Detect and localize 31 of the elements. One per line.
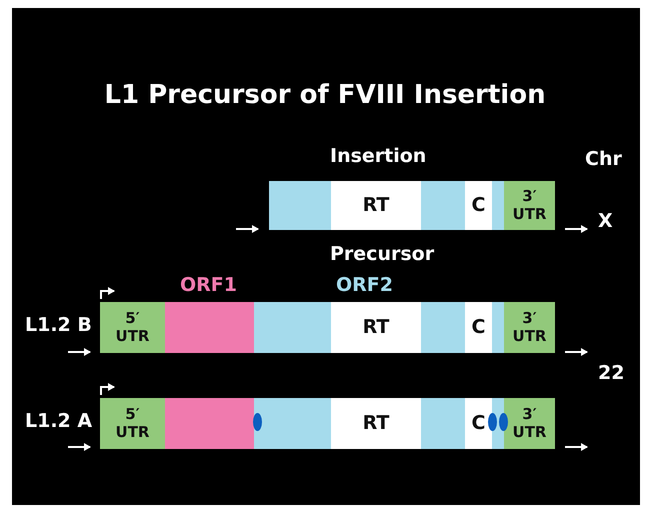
section-heading: Insertion (330, 145, 426, 167)
c-segment: C (465, 181, 492, 230)
rt-segment: RT (331, 181, 421, 230)
chromosome-label: 22 (598, 362, 624, 384)
utr-segment: 3′ UTR (504, 181, 555, 230)
c-segment: C (465, 302, 492, 353)
gene-segment (421, 398, 465, 449)
gene-segment (421, 181, 465, 230)
orf-label: ORF1 (180, 274, 237, 296)
gene-segment (492, 181, 504, 230)
element-label: L1.2 A (25, 410, 92, 432)
chromosome-label: X (598, 210, 613, 232)
gene-segment (492, 302, 504, 353)
title: L1 Precursor of FVIII Insertion (103, 80, 547, 110)
rt-segment: RT (331, 302, 421, 353)
element-label: L1.2 B (25, 314, 92, 336)
orf1-segment (165, 398, 254, 449)
gene-segment (254, 398, 331, 449)
gene-segment (269, 181, 331, 230)
c-segment: C (465, 398, 492, 449)
gene-segment (254, 302, 331, 353)
gene-segment (421, 302, 465, 353)
rt-segment: RT (331, 398, 421, 449)
column-heading: Chr (585, 148, 622, 170)
section-heading: Precursor (330, 243, 434, 265)
utr-segment: 3′ UTR (504, 302, 555, 353)
utr-segment: 5′ UTR (100, 302, 165, 353)
utr-segment: 3′ UTR (504, 398, 555, 449)
utr-segment: 5′ UTR (100, 398, 165, 449)
orf-label: ORF2 (336, 274, 393, 296)
orf1-segment (165, 302, 254, 353)
